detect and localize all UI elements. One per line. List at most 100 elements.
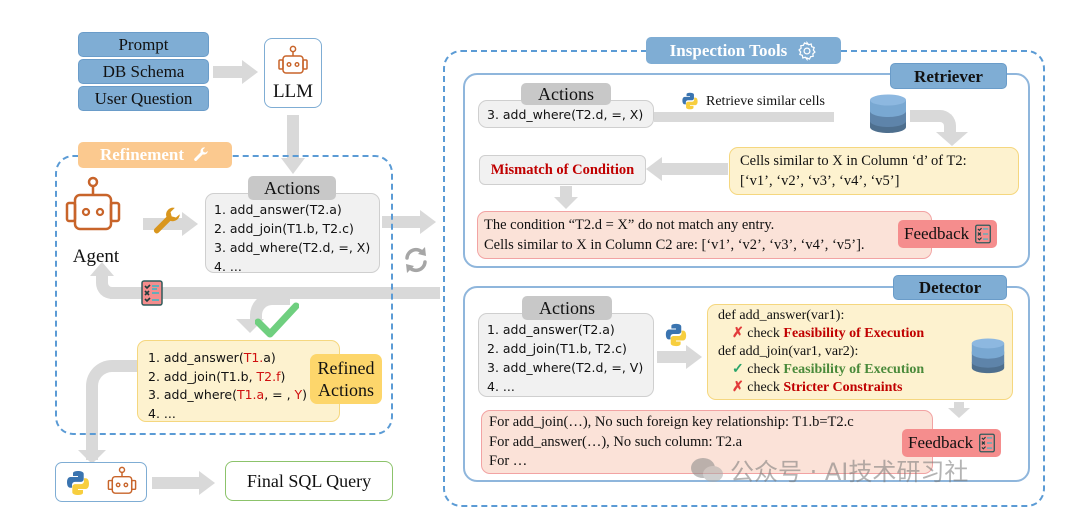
- retrieve-label: Retrieve similar cells: [706, 94, 825, 109]
- check-prefix: check: [747, 380, 780, 395]
- check-icon: [255, 302, 299, 338]
- detector-checks-box: def add_answer(var1): ✗ check Feasibilit…: [707, 304, 1013, 400]
- arrow-cells-to-mismatch: [662, 163, 728, 175]
- watermark: 公众号 · AI技术研习社: [690, 452, 968, 487]
- arrow-db-to-cells: [910, 110, 956, 134]
- python-icon: [65, 470, 91, 496]
- mismatch-of-condition: Mismatch of Condition: [479, 155, 646, 185]
- arrow-refined-to-final: [86, 360, 146, 460]
- llm-label: LLM: [272, 81, 314, 102]
- action-item: 2. add_join(T1.b, T2.c): [487, 341, 627, 356]
- arrow-head: [78, 450, 106, 464]
- retriever-title: Retriever: [890, 63, 1007, 89]
- arrow-return-curve: [96, 272, 122, 299]
- agent-label: Agent: [72, 246, 120, 267]
- refined-action-item: 1. add_answer(T1.a): [148, 349, 339, 368]
- arrow-action-to-db: [654, 112, 834, 122]
- feedback-line1: The condition “T2.d = X” do not match an…: [484, 217, 775, 233]
- feedback-tag-text: Feedback: [904, 224, 970, 243]
- arrow-actions-to-checks: [657, 351, 687, 363]
- changed-token: T1.a: [236, 387, 265, 402]
- action-text: 3. add_where(: [148, 387, 237, 402]
- arrow-tools-to-final: [152, 477, 200, 489]
- feedback-line: For …: [489, 453, 528, 469]
- arrow-head: [281, 158, 305, 174]
- refined-actions-tag: Refined Actions: [310, 354, 382, 404]
- feedback-line2: Cells similar to X in Column C2 are: [‘v…: [484, 237, 865, 253]
- detector-title: Detector: [893, 275, 1007, 300]
- action-text: 2. add_join(T1.b,: [148, 368, 257, 384]
- arrow-head: [420, 210, 436, 234]
- arrow-head: [182, 212, 198, 236]
- input-user-question: User Question: [78, 86, 209, 111]
- database-icon: [970, 337, 1006, 375]
- arrow-head: [199, 471, 215, 495]
- action-text: a): [263, 350, 276, 365]
- action-item: 1. add_answer(T2.a): [214, 202, 342, 217]
- checklist-icon: [975, 224, 992, 244]
- arrow-head: [948, 408, 970, 418]
- robot-icon: [106, 466, 138, 499]
- arrow-llm-to-actions: [287, 115, 299, 160]
- check-prefix: check: [747, 326, 780, 341]
- feedback-line: For add_join(…), No such foreign key rel…: [489, 414, 854, 430]
- action-item: 2. add_join(T1.b, T2.c): [214, 221, 354, 236]
- action-item: 3. add_where(T2.d, =, V): [487, 360, 644, 375]
- check-feasibility-pass: Feasibility of Execution: [783, 362, 925, 377]
- arrow-head: [90, 262, 114, 276]
- changed-token: T2.f: [256, 368, 281, 384]
- refinement-actions-box: 1. add_answer(T2.a) 2. add_join(T1.b, T2…: [205, 193, 380, 274]
- action-text: , = ,: [264, 387, 295, 402]
- check-stricter-fail: Stricter Constraints: [783, 380, 903, 395]
- check-icon: ✓: [732, 362, 744, 377]
- executor-box: [55, 462, 147, 502]
- inspection-title-text: Inspection Tools: [669, 40, 788, 60]
- check-row: ✗ check Feasibility of Execution: [718, 325, 1002, 343]
- wechat-icon: [690, 456, 724, 484]
- feedback-tag-text: Feedback: [908, 433, 974, 452]
- agent-robot-icon: [64, 176, 122, 238]
- arrow-head: [936, 132, 968, 146]
- arrow-inputs-to-llm: [213, 66, 243, 78]
- refined-action-item: 4. ...: [148, 405, 339, 424]
- refined-action-item: 2. add_join(T1.b, T2.f): [148, 368, 339, 387]
- wrench-icon: [192, 146, 210, 164]
- arrow-head: [686, 345, 702, 369]
- arrow-mismatch-to-feedback: [560, 186, 572, 198]
- refinement-title: Refinement: [78, 142, 232, 168]
- changed-token: Y: [294, 387, 303, 402]
- detector-feedback-tag: Feedback: [902, 429, 1002, 457]
- retriever-feedback-box: The condition “T2.d = X” do not match an…: [477, 211, 932, 259]
- checklist-icon: [141, 280, 163, 306]
- feedback-line: For add_answer(…), No such column: T2.a: [489, 433, 743, 450]
- action-text: ): [302, 387, 308, 402]
- gear-icon: [797, 40, 817, 61]
- input-db-schema: DB Schema: [78, 59, 209, 84]
- detector-actions-box: 1. add_answer(T2.a) 2. add_join(T1.b, T2…: [478, 313, 654, 397]
- refined-tag-line2: Actions: [318, 380, 374, 400]
- refinement-title-text: Refinement: [99, 145, 185, 164]
- inspection-title: Inspection Tools: [646, 37, 841, 64]
- changed-token: T1.: [243, 350, 264, 365]
- refined-tag-line1: Refined: [317, 358, 375, 378]
- check-row: ✗ check Stricter Constraints: [718, 379, 1002, 397]
- action-text: 4. ...: [148, 405, 176, 421]
- refresh-icon: [400, 244, 432, 276]
- robot-icon: [277, 45, 309, 79]
- arrow-head: [646, 157, 662, 181]
- llm-box: LLM: [264, 38, 322, 108]
- cross-icon: ✗: [732, 326, 744, 341]
- def-add-answer: def add_answer(var1):: [718, 308, 845, 323]
- checklist-icon: [979, 433, 996, 453]
- cells-line2: [‘v1’, ‘v2’, ‘v3’, ‘v4’, ‘v5’]: [740, 173, 900, 189]
- arrow-head: [554, 197, 578, 209]
- watermark-text: 公众号 · AI技术研习社: [730, 458, 969, 486]
- check-prefix: check: [747, 362, 780, 377]
- cells-line1: Cells similar to X in Column ‘d’ of T2:: [740, 153, 967, 169]
- action-item: 4. ...: [214, 259, 242, 274]
- action-item: 3. add_where(T2.d, =, X): [214, 240, 371, 255]
- def-add-join: def add_join(var1, var2):: [718, 344, 859, 359]
- action-item: 4. ...: [487, 379, 515, 394]
- input-prompt: Prompt: [78, 32, 209, 57]
- action-text: 1. add_answer(: [148, 350, 244, 365]
